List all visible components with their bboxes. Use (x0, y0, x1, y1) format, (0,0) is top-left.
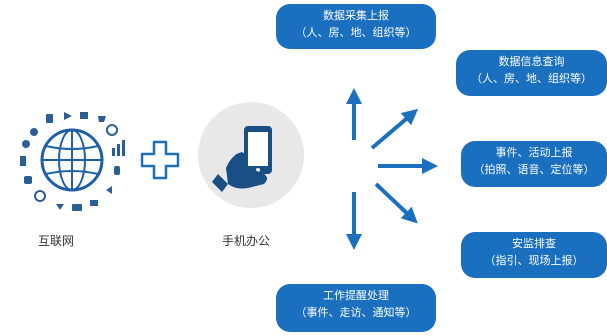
feature-title: 工作提醒处理 (323, 290, 389, 302)
feature-event-report: 事件、活动上报 （拍照、语音、定位等） (461, 141, 607, 187)
feature-data-query: 数据信息查询 （人、房、地、组织等） (456, 50, 607, 96)
feature-title: 数据信息查询 (498, 56, 565, 68)
internet-label: 互联网 (38, 234, 75, 248)
feature-title: 事件、活动上报 (495, 147, 573, 159)
feature-work-reminder: 工作提醒处理 （事件、走访、通知等） (276, 284, 436, 332)
feature-safety-inspection: 安监排查 （指引、现场上报） (461, 232, 607, 278)
feature-subtitle: （人、房、地、组织等） (471, 73, 592, 85)
feature-subtitle: （人、房、地、组织等） (295, 27, 417, 39)
mobile-phone-circle (198, 102, 304, 208)
feature-subtitle: （指引、现场上报） (484, 255, 584, 267)
globe-icon (20, 112, 125, 211)
feature-data-collection: 数据采集上报 （人、房、地、组织等） (276, 4, 436, 49)
feature-title: 数据采集上报 (323, 10, 389, 22)
internet-cluster (12, 100, 132, 220)
feature-subtitle: （拍照、语音、定位等） (473, 164, 595, 176)
mobile-office-label: 手机办公 (222, 234, 271, 248)
arrows-group (346, 88, 438, 250)
feature-title: 安监排查 (512, 238, 556, 250)
plus-icon (138, 138, 182, 182)
arrow-down-right (374, 182, 418, 224)
feature-subtitle: （事件、走访、通知等） (295, 307, 417, 319)
arrow-up-right (370, 108, 419, 150)
hand-phone-icon (212, 126, 272, 192)
